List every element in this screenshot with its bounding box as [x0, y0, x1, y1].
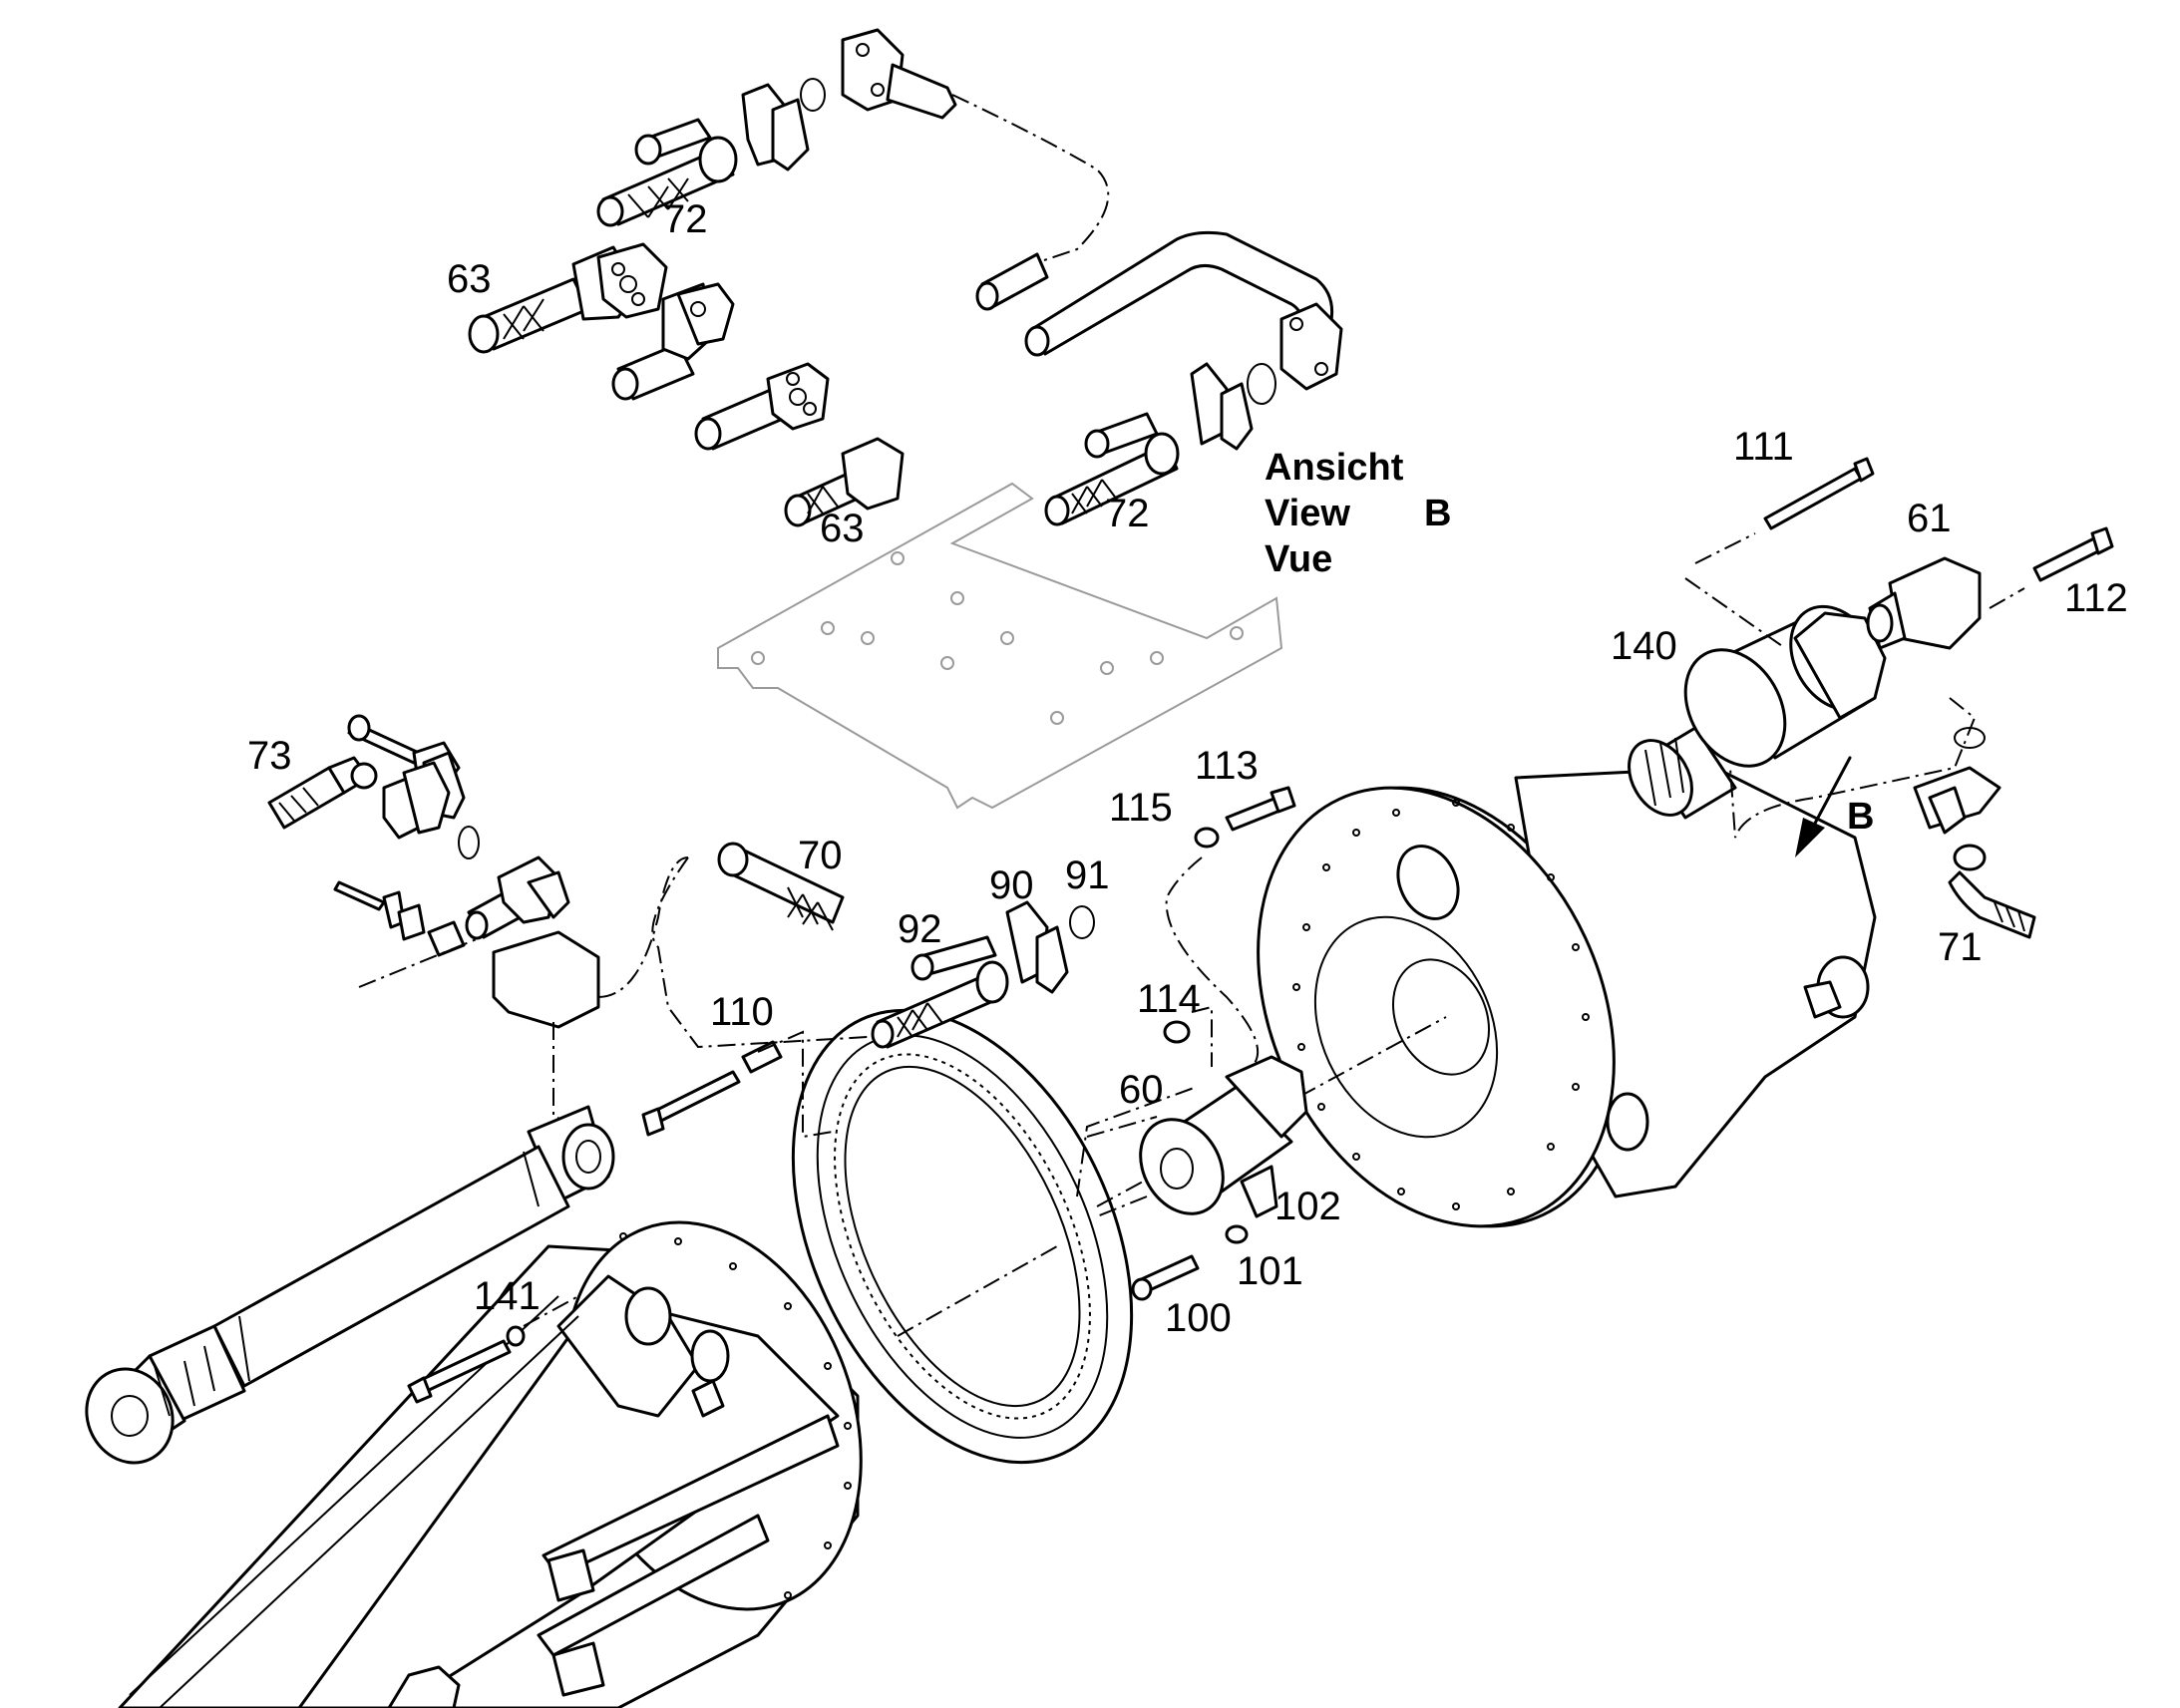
- view-label-letter: B: [1424, 493, 1452, 534]
- view-label-french: Vue: [1265, 538, 1333, 580]
- callout-63-upper: 63: [447, 257, 492, 301]
- view-label-english: View: [1265, 493, 1350, 534]
- callout-63-lower: 63: [820, 507, 865, 550]
- callout-92: 92: [898, 907, 942, 951]
- callout-140: 140: [1611, 624, 1677, 668]
- callout-90: 90: [989, 863, 1034, 907]
- callout-60: 60: [1119, 1068, 1164, 1112]
- callout-71: 71: [1938, 925, 1983, 969]
- callout-112: 112: [2064, 576, 2128, 620]
- mounting-plate: [717, 482, 1283, 810]
- callout-102: 102: [1274, 1185, 1341, 1228]
- view-arrow-label: B: [1847, 796, 1875, 838]
- callout-91: 91: [1065, 854, 1110, 897]
- view-label-german: Ansicht: [1265, 447, 1404, 489]
- callout-110: 110: [710, 990, 774, 1034]
- callout-101: 101: [1237, 1249, 1303, 1293]
- center-drive-parts: [641, 786, 1308, 1301]
- left-hose-assembly: [267, 714, 689, 1158]
- callout-111: 111: [1733, 425, 1794, 469]
- right-gear-housing: [1257, 457, 2114, 1228]
- callout-100: 100: [1165, 1296, 1232, 1340]
- callout-141: 141: [474, 1274, 541, 1318]
- callout-61: 61: [1907, 497, 1952, 540]
- callout-72-lower: 72: [1105, 492, 1150, 535]
- callout-113: 113: [1195, 744, 1259, 788]
- callout-70: 70: [798, 834, 843, 877]
- callout-72-upper: 72: [663, 197, 708, 241]
- callout-114: 114: [1137, 977, 1201, 1021]
- hydraulic-cylinder: [85, 1105, 615, 1465]
- swing-arm: [118, 1220, 863, 1708]
- upper-hose-assembly: [468, 28, 1343, 527]
- callout-115: 115: [1109, 786, 1173, 830]
- callout-73: 73: [247, 734, 292, 778]
